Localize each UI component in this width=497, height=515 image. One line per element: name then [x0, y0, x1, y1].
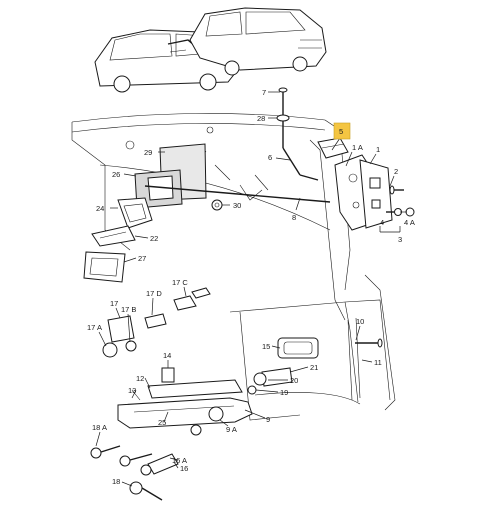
label-4a[interactable]: 4 A [404, 218, 415, 227]
sedan-car-illustration [189, 7, 327, 76]
label-20[interactable]: 20 [290, 376, 298, 385]
label-17c[interactable]: 17 C [172, 278, 188, 287]
label-28[interactable]: 28 [257, 114, 265, 123]
label-9[interactable]: 9 [266, 415, 270, 424]
label-14[interactable]: 14 [163, 351, 171, 360]
label-3[interactable]: 3 [398, 235, 402, 244]
lower-door-panel-outline [229, 274, 396, 421]
handle-bezel-27 [83, 251, 126, 283]
part-labels: 7 28 5 1 A 1 2 6 29 26 30 8 4 4 A 3 24 2… [87, 88, 415, 486]
inner-handle-24 [117, 197, 153, 229]
label-12[interactable]: 12 [136, 374, 144, 383]
inner-handle-rod-22 [91, 225, 136, 247]
label-19[interactable]: 19 [280, 388, 288, 397]
label-25[interactable]: 25 [158, 418, 166, 427]
label-11[interactable]: 11 [374, 358, 382, 367]
label-16a[interactable]: 16 A [172, 456, 187, 465]
label-15[interactable]: 15 [262, 342, 270, 351]
leader-lines [95, 91, 407, 487]
lock-cylinder-16 [140, 453, 179, 476]
key-18 [129, 481, 163, 501]
outer-door-handle [117, 379, 253, 436]
label-1a[interactable]: 1 A [352, 143, 363, 152]
label-26[interactable]: 26 [112, 170, 120, 179]
label-17a[interactable]: 17 A [87, 323, 102, 332]
lock-cylinder-17-group [102, 287, 211, 358]
label-1[interactable]: 1 [376, 145, 380, 154]
label-21[interactable]: 21 [310, 363, 318, 372]
label-5[interactable]: 5 [339, 127, 343, 136]
label-27[interactable]: 27 [138, 254, 146, 263]
screw-10 [355, 338, 383, 348]
callout-5-highlight[interactable] [333, 122, 351, 140]
bracket-11 [347, 317, 361, 401]
label-8[interactable]: 8 [292, 213, 296, 222]
clip-30 [211, 199, 223, 211]
key-18a [90, 445, 121, 459]
label-24[interactable]: 24 [96, 204, 104, 213]
label-4[interactable]: 4 [380, 218, 384, 227]
label-22[interactable]: 22 [150, 234, 158, 243]
lock-button-rod [276, 87, 319, 181]
label-18a[interactable]: 18 A [92, 423, 107, 432]
lock-cylinder-21 [247, 367, 293, 395]
label-18[interactable]: 18 [112, 477, 120, 486]
label-17d[interactable]: 17 D [146, 289, 162, 298]
label-6[interactable]: 6 [268, 153, 272, 162]
label-30[interactable]: 30 [233, 201, 241, 210]
label-7[interactable]: 7 [262, 88, 266, 97]
label-16[interactable]: 16 [180, 464, 188, 473]
label-13[interactable]: 13 [128, 386, 136, 395]
outer-handle-bezel-15 [277, 337, 319, 359]
clip-14 [161, 367, 175, 383]
label-17b[interactable]: 17 B [121, 305, 136, 314]
label-17[interactable]: 17 [110, 299, 118, 308]
lock-screw-2 [389, 185, 404, 195]
label-29[interactable]: 29 [144, 148, 152, 157]
door-panel-outline [71, 113, 351, 321]
label-2[interactable]: 2 [394, 167, 398, 176]
door-panel-insert [134, 143, 331, 209]
label-10[interactable]: 10 [356, 317, 364, 326]
label-9a[interactable]: 9 A [226, 425, 237, 434]
key-16a [119, 453, 153, 467]
door-lock-assembly [317, 137, 393, 231]
